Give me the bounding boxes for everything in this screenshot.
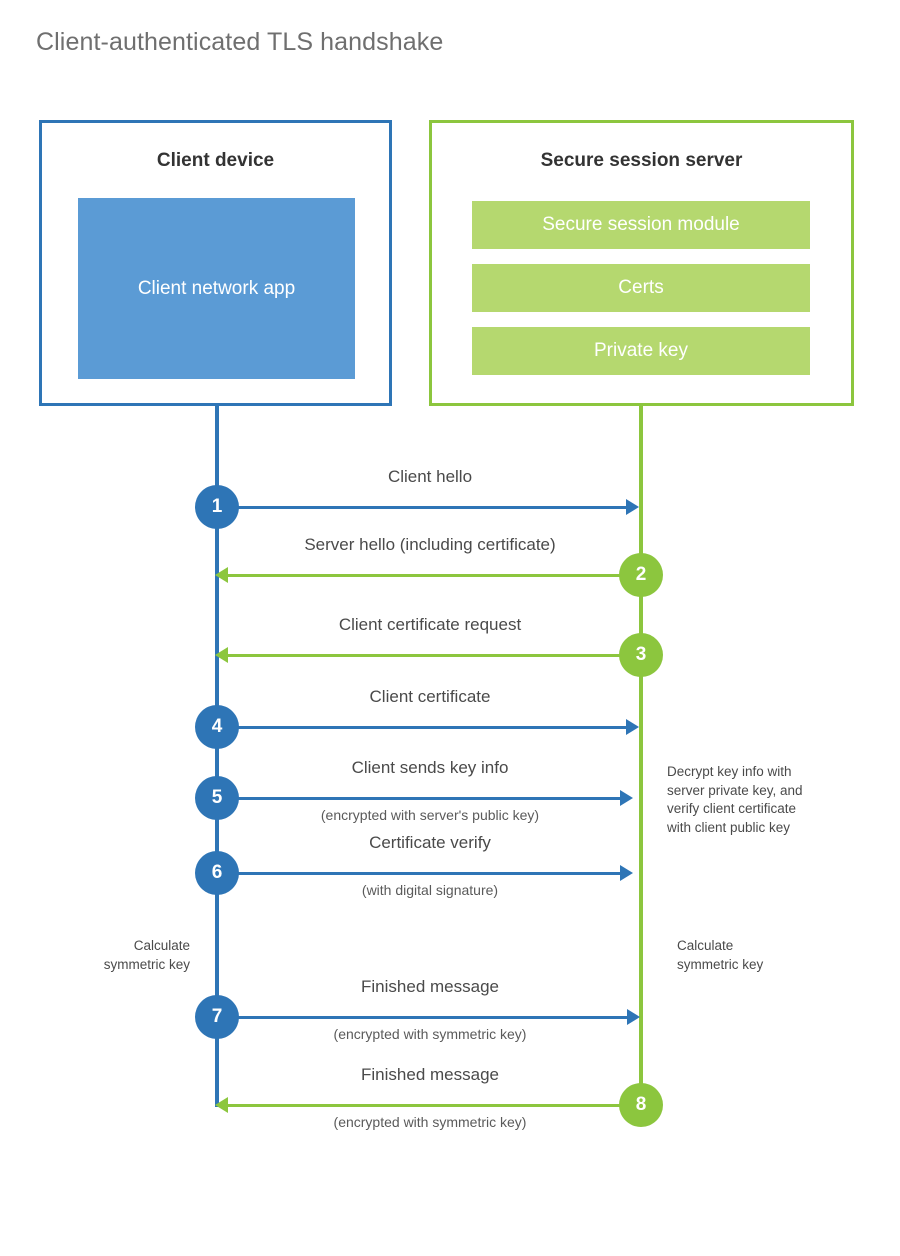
step-7-label: Finished message xyxy=(361,977,499,996)
client-device-title: Client device xyxy=(156,150,275,171)
step-badge-6: 6 xyxy=(195,851,239,895)
step-6-arrowhead-right-icon xyxy=(620,865,633,881)
step-2-label: Server hello (including certificate) xyxy=(304,535,556,554)
step-7-arrow-line xyxy=(217,1016,627,1019)
step-5-arrow-line xyxy=(217,797,620,800)
annotation-line: symmetric key xyxy=(677,956,764,972)
step-6-arrow-line xyxy=(217,872,620,875)
step-5-sublabel: (encrypted with server's public key) xyxy=(320,807,540,823)
step-4-arrow-line xyxy=(217,726,626,729)
step-4-arrowhead-right-icon xyxy=(626,719,639,735)
step-8-label: Finished message xyxy=(361,1065,499,1084)
client-lifeline xyxy=(215,406,219,1107)
step-badge-4: 4 xyxy=(195,705,239,749)
step-badge-7: 7 xyxy=(195,995,239,1039)
step-1-arrowhead-right-icon xyxy=(626,499,639,515)
secure-session-server-title: Secure session server xyxy=(540,150,743,171)
secure-session-server-box: Secure session server Secure session mod… xyxy=(429,120,854,406)
server-component-secure-session-module: Secure session module xyxy=(472,201,810,249)
server-calculate-symmetric-key-annotation: Calculate symmetric key xyxy=(677,937,837,974)
step-badge-5: 5 xyxy=(195,776,239,820)
step-8-arrow-line xyxy=(228,1104,639,1107)
client-device-box: Client device Client network app xyxy=(39,120,392,406)
annotation-line: symmetric key xyxy=(103,956,190,972)
step-badge-1: 1 xyxy=(195,485,239,529)
step-badge-3: 3 xyxy=(619,633,663,677)
server-component-certs: Certs xyxy=(472,264,810,312)
step-1-arrow-line xyxy=(217,506,626,509)
step-3-arrow-line xyxy=(228,654,639,657)
step-8-sublabel: (encrypted with symmetric key) xyxy=(333,1114,527,1130)
page-title: Client-authenticated TLS handshake xyxy=(36,28,444,56)
server-component-private-key: Private key xyxy=(472,327,810,375)
annotation-line: Calculate xyxy=(133,938,190,953)
client-calculate-symmetric-key-annotation: Calculate symmetric key xyxy=(60,937,190,974)
annotation-line: verify client certificate xyxy=(667,801,797,817)
server-lifeline xyxy=(639,406,643,1107)
step-5-arrowhead-right-icon xyxy=(620,790,633,806)
step-8-arrowhead-left-icon xyxy=(215,1097,228,1113)
step-3-label: Client certificate request xyxy=(338,615,522,634)
server-decrypt-annotation: Decrypt key info with server private key… xyxy=(667,763,847,838)
step-2-arrowhead-left-icon xyxy=(215,567,228,583)
step-5-label: Client sends key info xyxy=(351,758,509,777)
step-7-sublabel: (encrypted with symmetric key) xyxy=(333,1026,527,1042)
step-badge-8: 8 xyxy=(619,1083,663,1127)
step-6-label: Certificate verify xyxy=(369,833,491,852)
step-3-arrowhead-left-icon xyxy=(215,647,228,663)
step-1-label: Client hello xyxy=(387,467,473,486)
annotation-line: server private key, and xyxy=(667,782,803,798)
step-6-sublabel: (with digital signature) xyxy=(361,882,499,898)
step-badge-2: 2 xyxy=(619,553,663,597)
annotation-line: Decrypt key info with xyxy=(667,764,792,779)
step-4-label: Client certificate xyxy=(369,687,491,706)
step-2-arrow-line xyxy=(228,574,639,577)
annotation-line: with client public key xyxy=(667,819,791,835)
client-network-app-block: Client network app xyxy=(78,198,355,379)
step-7-arrowhead-right-icon xyxy=(627,1009,640,1025)
annotation-line: Calculate xyxy=(677,938,734,953)
